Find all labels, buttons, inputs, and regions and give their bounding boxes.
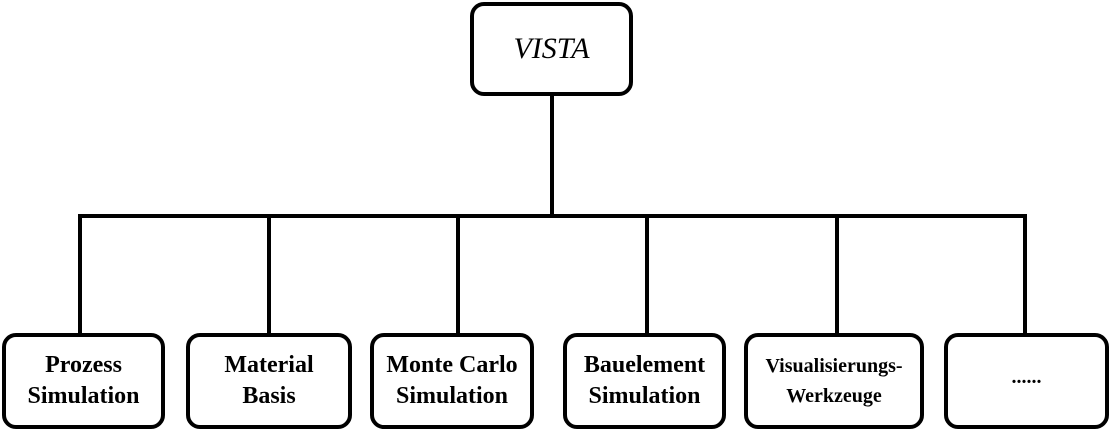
child-node-material-basis: Material Basis	[186, 333, 352, 429]
child-node-more: ......	[944, 333, 1109, 429]
child-node-label: Visualisierungs- Werkzeuge	[765, 355, 903, 407]
child-node-label: Bauelement Simulation	[583, 352, 706, 409]
child-node-label: Monte Carlo Simulation	[386, 352, 518, 409]
child-node-label: Material Basis	[224, 352, 314, 409]
child-node-visualisierungs-werkzeuge: Visualisierungs- Werkzeuge	[744, 333, 924, 429]
child-node-label: Prozess Simulation	[27, 352, 140, 409]
child-node-prozess-simulation: Prozess Simulation	[2, 333, 165, 429]
child-node-label: ......	[1011, 365, 1042, 388]
child-node-bauelement-simulation: Bauelement Simulation	[563, 333, 726, 429]
root-node-vista: VISTA	[470, 2, 633, 96]
root-node-label: VISTA	[513, 32, 590, 65]
child-node-monte-carlo-simulation: Monte Carlo Simulation	[370, 333, 534, 429]
